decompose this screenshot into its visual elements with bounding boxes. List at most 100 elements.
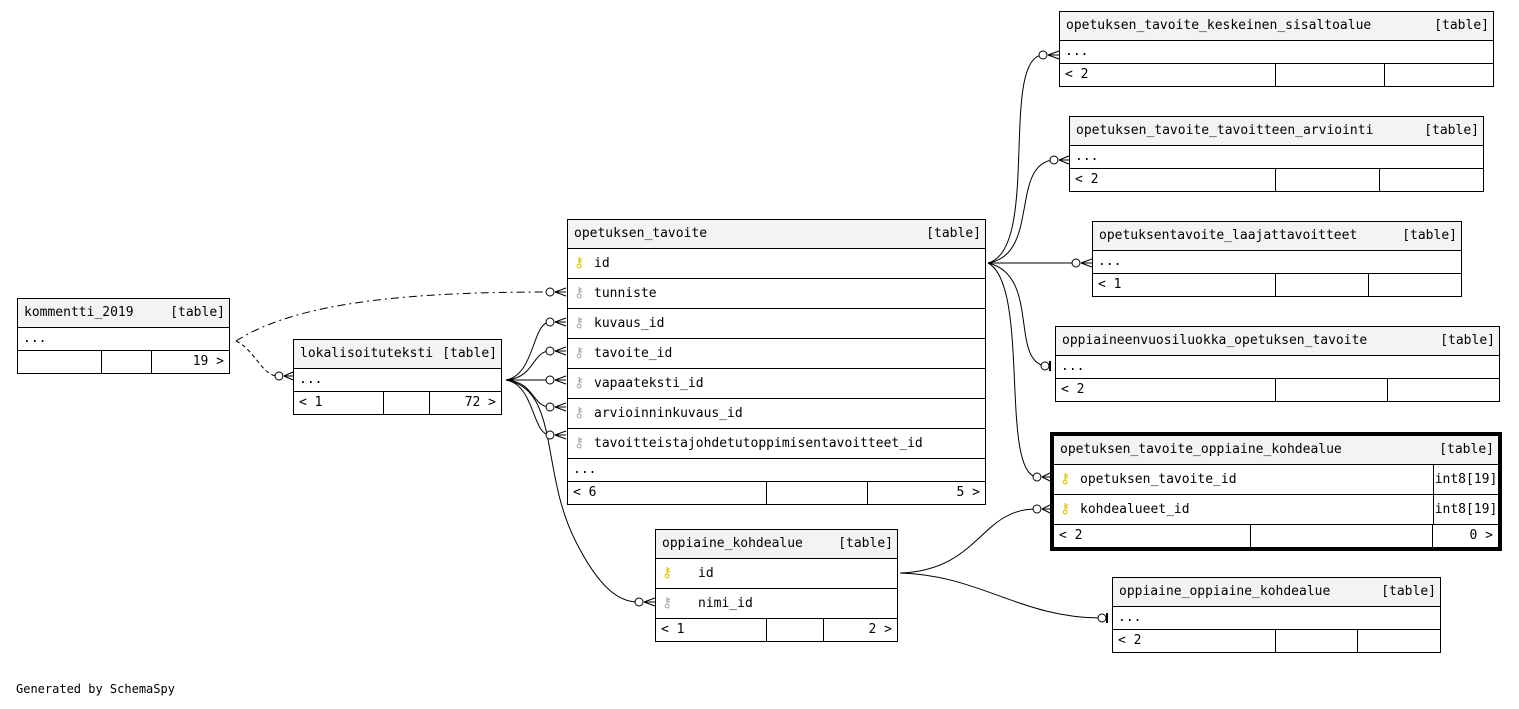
more-columns: ... [1093,251,1461,274]
column-name: kohdealueet_id [1080,502,1190,517]
key-icon-yellow: ⚷ [662,565,673,581]
more-columns: ... [18,328,229,351]
more-columns: ... [1070,146,1483,169]
table-footer: < 1 [1093,274,1461,296]
table-footer: < 6 5 > [568,482,985,504]
column-row[interactable]: ⚷tavoite_id [568,339,985,369]
key-icon-gray: ⚷ [574,285,585,301]
parent-count: < 2 [1070,169,1276,191]
column-count [102,351,152,373]
table-footer: < 2 [1060,64,1493,86]
table-footer: < 2 [1056,379,1499,401]
table-tag: [table] [442,346,497,361]
column-count [1251,525,1433,547]
key-icon-gray: ⚷ [574,435,585,451]
table-footer: < 1 2 > [656,619,897,641]
table-opetuksentavoite_laajattavoitteet[interactable]: opetuksentavoite_laajattavoitteet [table… [1092,221,1462,297]
table-tag: [table] [170,305,225,320]
child-count [1388,379,1499,401]
link-loka-nimi [505,379,639,603]
column-count [1276,379,1388,401]
column-row[interactable]: ⚷vapaateksti_id [568,369,985,399]
column-name: tunniste [594,286,657,301]
column-row[interactable]: ⚷arvioinninkuvaus_id [568,399,985,429]
table-opetuksen_tavoite[interactable]: opetuksen_tavoite [table] ⚷id ⚷tunniste … [567,219,986,505]
child-count [1358,630,1440,652]
table-header: oppiaine_kohdealue [table] [656,530,897,559]
table-header: oppiaineenvuosiluokka_opetuksen_tavoite … [1056,327,1499,356]
table-opetuksen_tavoite_keskeinen_sisaltoalue[interactable]: opetuksen_tavoite_keskeinen_sisaltoalue … [1059,11,1494,87]
link-kommentti-lokalisoituteksti [235,340,279,377]
parent-count: < 2 [1060,64,1276,86]
column-count [767,619,824,641]
column-row[interactable]: ⚷kuvaus_id [568,309,985,339]
table-footer: < 2 [1070,169,1483,191]
column-count [384,392,430,414]
link-loka-arvioinninkuvaus [505,379,551,408]
table-footer: < 1 72 > [294,392,501,414]
link-ok-link [899,508,1037,574]
column-row[interactable]: ⚷nimi_id [656,589,897,619]
key-icon-gray: ⚷ [574,375,585,391]
key-icon-gray: ⚷ [662,595,673,611]
more-columns: ... [1113,607,1440,630]
column-name: opetuksen_tavoite_id [1080,472,1237,487]
table-oppiaine_oppiaine_kohdealue[interactable]: oppiaine_oppiaine_kohdealue [table] ... … [1112,577,1441,653]
column-count [1276,64,1385,86]
column-count [767,482,868,504]
table-header: opetuksen_tavoite_oppiaine_kohdealue [ta… [1054,436,1498,465]
table-footer: 19 > [18,351,229,373]
table-kommentti_2019[interactable]: kommentti_2019 [table] ... 19 > [17,298,230,374]
child-count [1380,169,1483,191]
child-count: 5 > [956,485,980,500]
key-icon-gray: ⚷ [574,345,585,361]
table-header: opetuksentavoite_laajattavoitteet [table… [1093,222,1461,251]
table-oppiaine_kohdealue[interactable]: oppiaine_kohdealue [table] ⚷id ⚷nimi_id … [655,529,898,642]
parent-count [18,351,102,373]
parent-count: < 1 [656,619,767,641]
table-tag: [table] [1402,228,1457,243]
column-type: int8[19] [1433,495,1498,524]
column-row[interactable]: ⚷kohdealueet_id int8[19] [1054,495,1498,525]
table-opetuksen_tavoite_oppiaine_kohdealue[interactable]: opetuksen_tavoite_oppiaine_kohdealue [ta… [1050,432,1502,551]
column-row[interactable]: ⚷tavoitteistajohdetutoppimisentavoitteet… [568,429,985,459]
parent-count: < 1 [1093,274,1276,296]
more-columns: ... [1056,356,1499,379]
table-oppiaineenvuosiluokka_opetuksen_tavoite[interactable]: oppiaineenvuosiluokka_opetuksen_tavoite … [1055,326,1500,402]
table-opetuksen_tavoite_tavoitteen_arviointi[interactable]: opetuksen_tavoite_tavoitteen_arviointi [… [1069,116,1484,192]
table-name: opetuksen_tavoite_oppiaine_kohdealue [1060,442,1342,457]
column-row[interactable]: ⚷id [656,559,897,589]
column-count [1276,630,1358,652]
column-row[interactable]: ⚷ id [568,249,985,279]
key-icon-yellow: ⚷ [574,255,585,271]
table-name: lokalisoituteksti [300,346,434,361]
link-loka-kuvaus [505,321,551,381]
table-tag: [table] [1424,123,1479,138]
table-tag: [table] [1440,333,1495,348]
column-row[interactable]: ⚷opetuksen_tavoite_id int8[19] [1054,465,1498,495]
column-row[interactable]: ⚷ tunniste [568,279,985,309]
table-header: lokalisoituteksti [table] [294,340,501,369]
parent-count: < 6 [568,482,767,504]
table-header: kommentti_2019 [table] [18,299,229,328]
table-lokalisoituteksti[interactable]: lokalisoituteksti [table] ... < 1 72 > [293,339,502,415]
column-name: kuvaus_id [594,316,665,331]
table-name: oppiaine_kohdealue [662,536,803,551]
table-name: oppiaine_oppiaine_kohdealue [1119,584,1331,599]
link-loka-tavoitteista [505,379,551,436]
child-count: 0 > [1469,528,1493,543]
link-kommentti-tunniste [235,291,551,342]
more-columns: ... [1060,41,1493,64]
table-footer: < 2 0 > [1054,525,1498,547]
table-header: opetuksen_tavoite_tavoitteen_arviointi [… [1070,117,1483,146]
parent-count: < 2 [1054,525,1251,547]
column-name: id [594,256,610,271]
table-tag: [table] [926,226,981,241]
link-ok-oppiaine [899,572,1103,619]
table-name: oppiaineenvuosiluokka_opetuksen_tavoite [1062,333,1368,348]
parent-count: < 1 [294,392,384,414]
table-header: opetuksen_tavoite_keskeinen_sisaltoalue … [1060,12,1493,41]
table-header: oppiaine_oppiaine_kohdealue [table] [1113,578,1440,607]
table-tag: [table] [1439,442,1494,457]
